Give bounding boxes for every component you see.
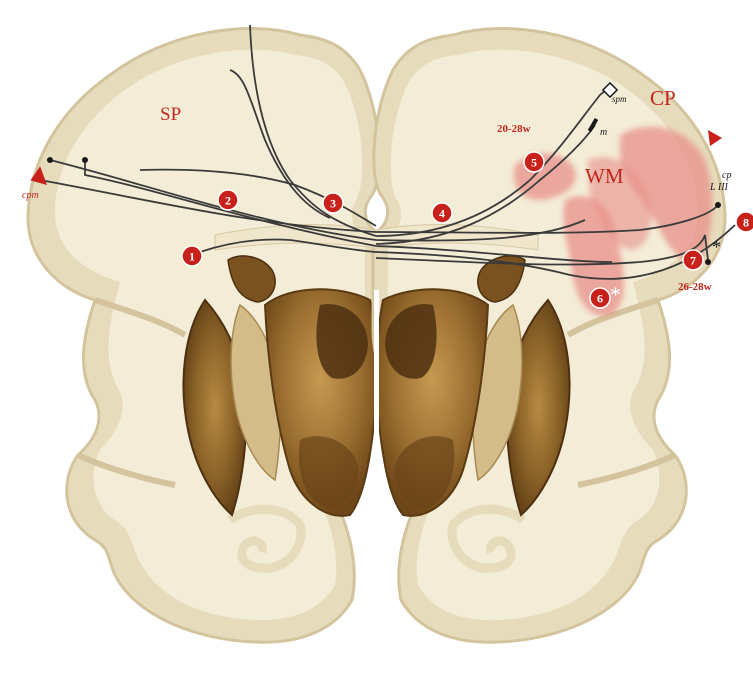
marker-8: 8 [736,212,753,232]
endpoint-dot-right [715,202,721,208]
annotation-age-upper: 20-28w [497,123,531,135]
marker-3: 3 [323,193,343,213]
triangle-marker-right [708,130,722,146]
annotation-age-lower: 26-28w [678,281,712,293]
marker-4: 4 [432,203,452,223]
annotation-cp: cp [722,170,731,181]
marker-number-8: 8 [743,216,749,230]
marker-number-4: 4 [439,207,445,221]
annotation-spm: spm [612,94,627,104]
annotation-liii: L III [709,182,729,193]
annotation-asterisk-7: * [712,237,721,257]
marker-number-1: 1 [189,250,195,264]
region-label-wm: WM [585,164,624,188]
marker-number-7: 7 [690,254,696,268]
annotation-cpm-left: cpm [22,190,39,201]
marker-1: 1 [182,246,202,266]
marker-5: 5 [524,152,544,172]
annotation-m: m [600,127,607,138]
region-label-sp: SP [160,104,181,125]
endpoint-dot-left [47,157,53,163]
region-label-cp: CP [650,86,676,110]
marker-number-2: 2 [225,194,231,208]
marker-number-3: 3 [330,197,336,211]
right-hemisphere [373,28,725,642]
endpoint-dot-right-7 [705,259,711,265]
marker-number-5: 5 [531,156,537,170]
annotation-asterisk-6: * [610,282,621,307]
marker-6: 6 [590,288,610,308]
endpoint-dot-left-2 [82,157,88,163]
marker-number-6: 6 [597,292,603,306]
marker-2: 2 [218,190,238,210]
midline-gap [374,290,379,540]
marker-7: 7 [683,250,703,270]
left-hemisphere [28,28,380,642]
